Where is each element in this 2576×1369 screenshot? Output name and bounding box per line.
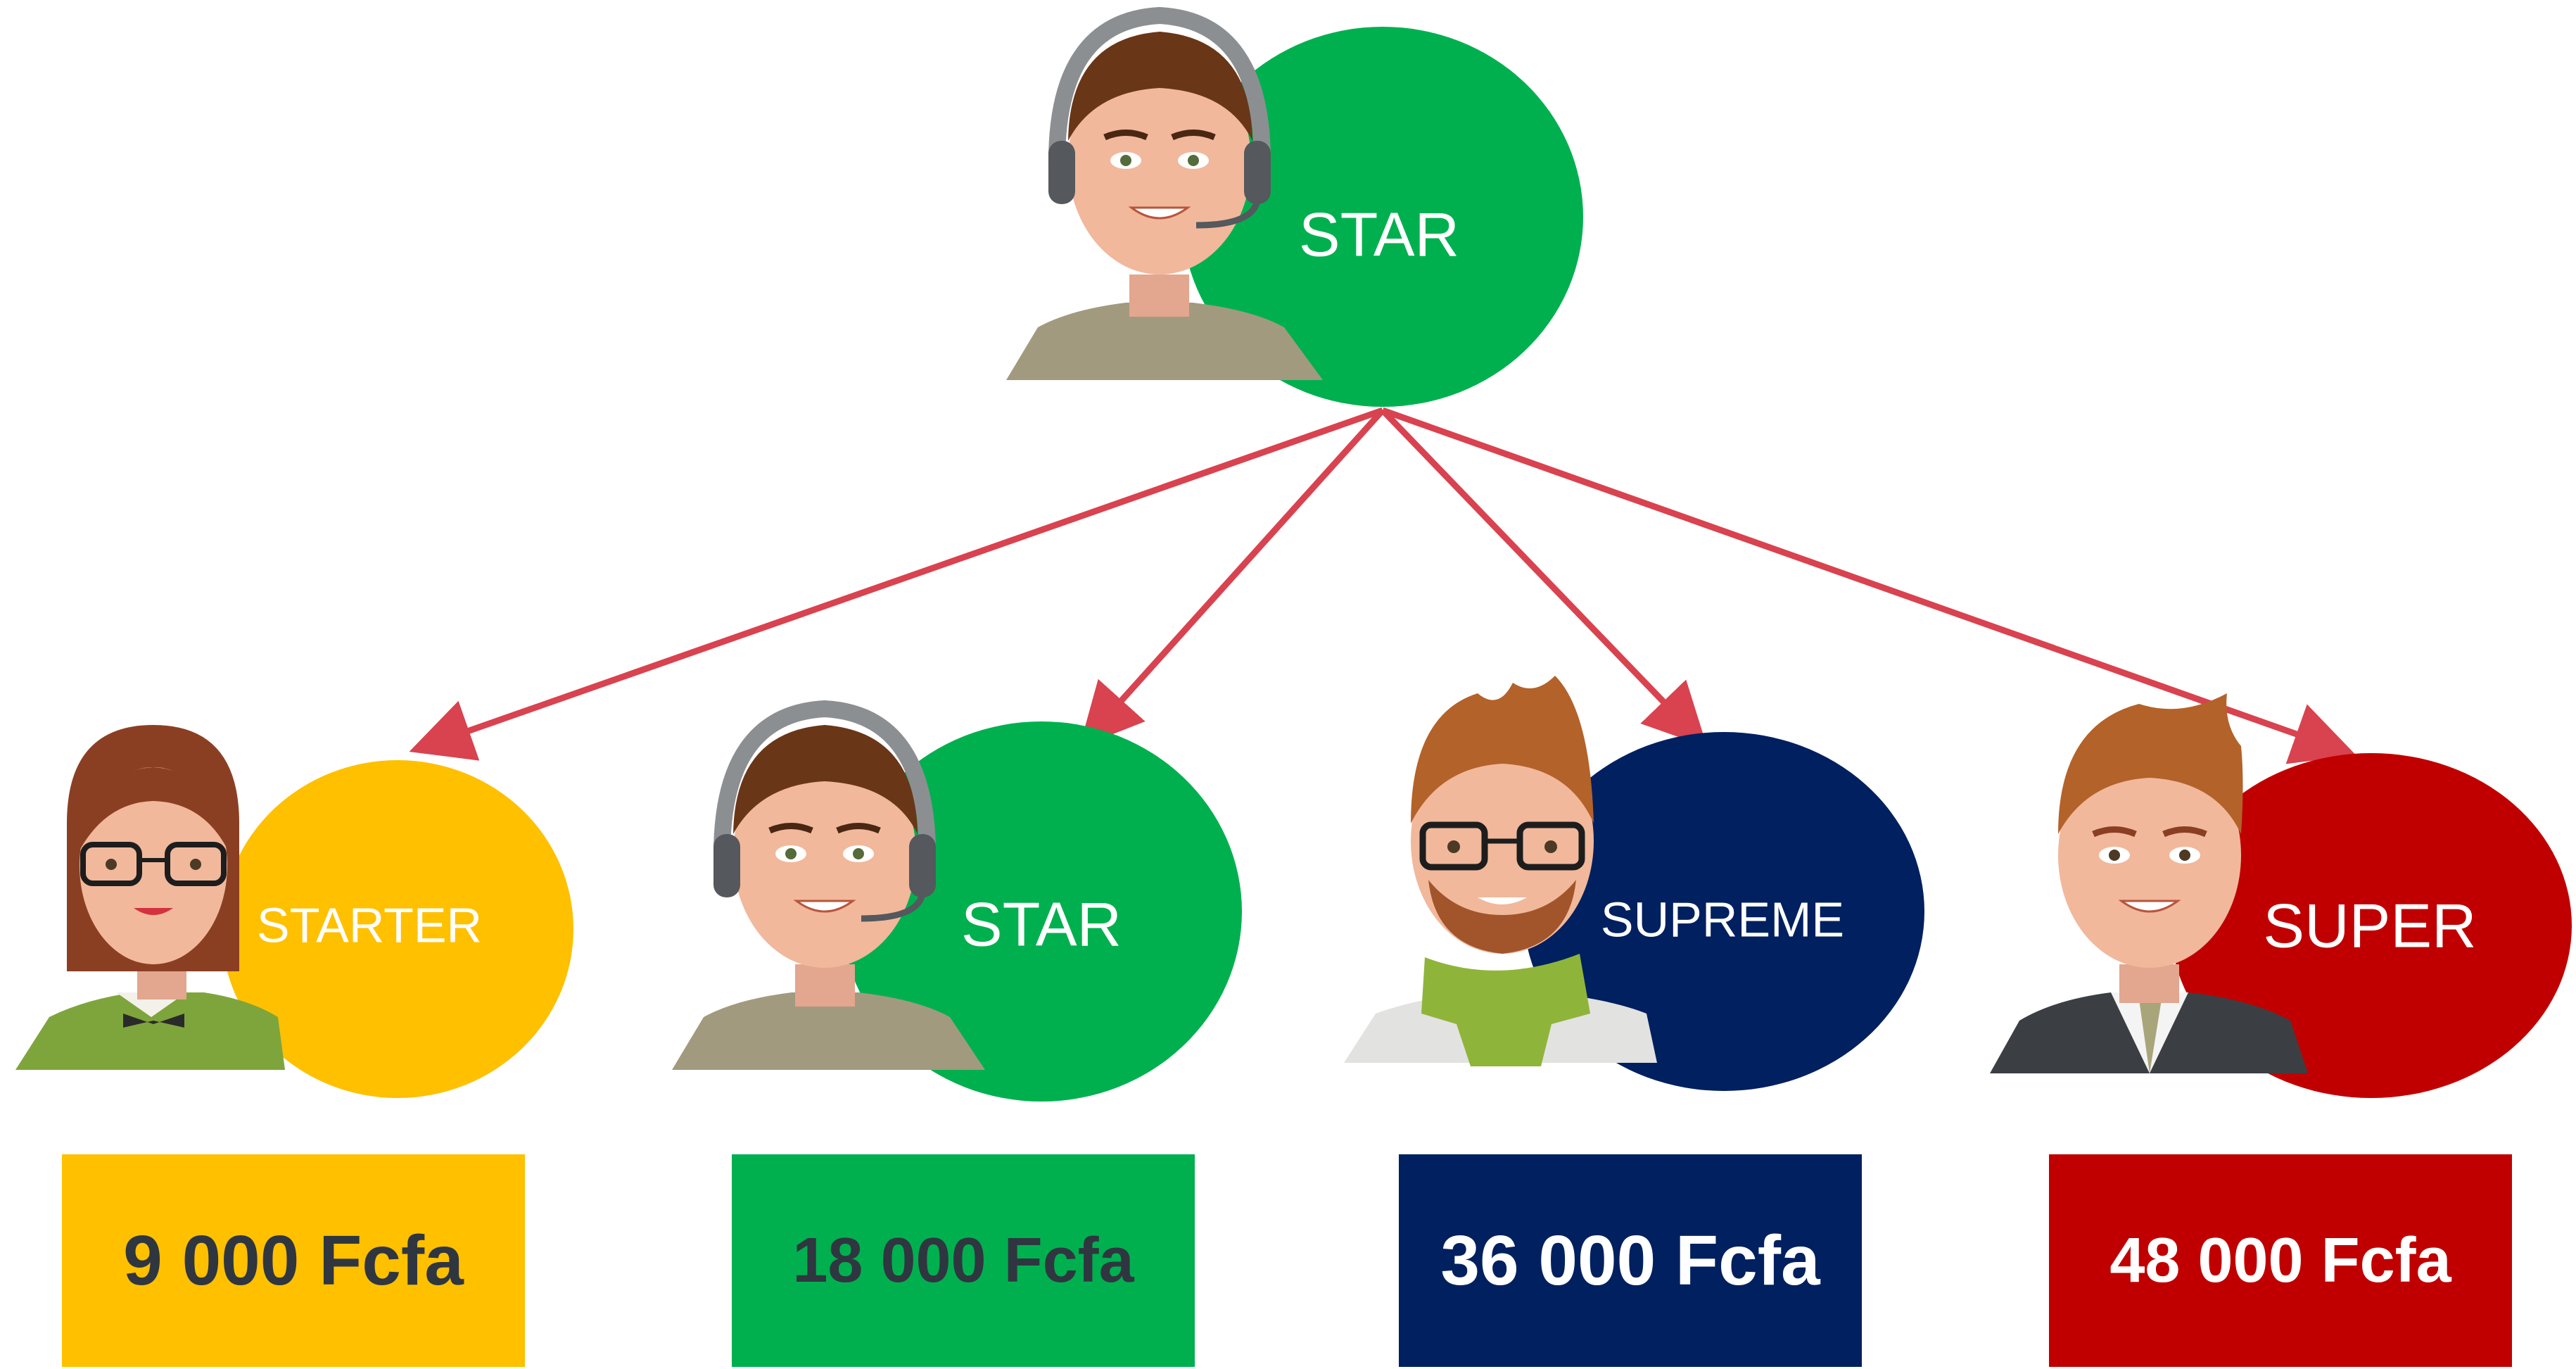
price-box-super: 48 000 Fcfa: [2049, 1154, 2512, 1367]
price-star: 18 000 Fcfa: [792, 1225, 1134, 1296]
starter-bubble: [222, 760, 573, 1098]
price-box-star: 18 000 Fcfa: [732, 1154, 1195, 1367]
operator-headset-avatar-child: [672, 700, 985, 1070]
arrow-to-supreme: [1380, 408, 1708, 747]
super-label: SUPER: [2263, 890, 2476, 960]
arrow-to-star: [1079, 408, 1385, 747]
child-super: SUPER: [1990, 693, 2572, 1098]
supreme-label: SUPREME: [1601, 892, 1844, 947]
child-supreme: SUPREME: [1344, 676, 1924, 1091]
operator-headset-avatar: [1006, 6, 1323, 380]
top-label: STAR: [1299, 199, 1459, 269]
price-box-supreme: 36 000 Fcfa: [1399, 1154, 1862, 1367]
price-supreme: 36 000 Fcfa: [1440, 1220, 1820, 1300]
child-starter: STARTER: [15, 725, 573, 1098]
price-box-starter: 9 000 Fcfa: [62, 1154, 525, 1367]
top-bubble: [1182, 27, 1583, 407]
price-starter: 9 000 Fcfa: [123, 1220, 464, 1300]
arrow-to-super: [1381, 407, 2356, 764]
woman-glasses-avatar: [15, 725, 285, 1070]
supreme-bubble: [1523, 732, 1924, 1091]
bearded-man-glasses-avatar: [1344, 676, 1657, 1066]
price-super: 48 000 Fcfa: [2109, 1225, 2451, 1296]
top-node: STAR: [1006, 6, 1583, 407]
connector-arrows: [409, 407, 2356, 764]
child-star: STAR: [672, 700, 1242, 1102]
businessman-avatar: [1990, 693, 2308, 1073]
star-bubble: [841, 721, 1242, 1102]
arrow-to-starter: [409, 407, 1384, 761]
star-label: STAR: [961, 889, 1122, 959]
starter-label: STARTER: [257, 897, 482, 952]
